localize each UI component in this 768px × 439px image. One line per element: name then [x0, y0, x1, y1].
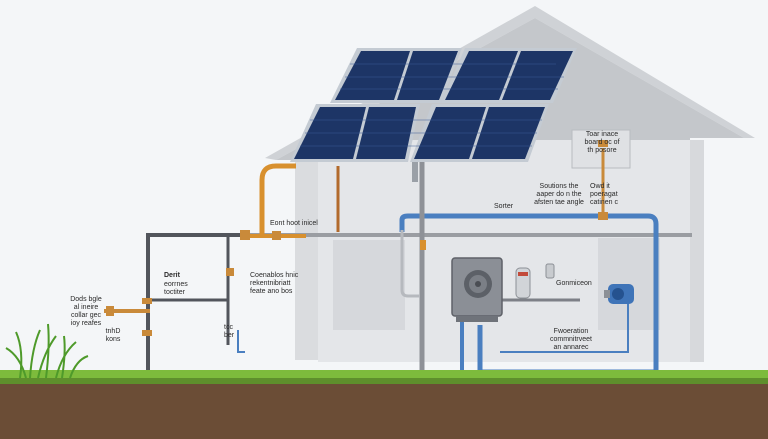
water-pump-icon: [604, 284, 634, 304]
solutions-note: Soutions the aaper do n the afsten tae a…: [534, 183, 584, 206]
filter-tank: [515, 263, 555, 299]
contrablos-note: Coenablos hnic rekentnibriatt feate ano …: [250, 272, 299, 295]
icc-label: tcc ber: [224, 324, 235, 339]
window-left: [333, 240, 405, 330]
derit-title: Derit: [164, 272, 180, 279]
derit-sub: eorrnes toctiter: [164, 281, 188, 296]
solar-panel-icon: [290, 48, 577, 182]
eont-hoot-label: Eont hoot inicel: [270, 220, 318, 227]
owd-note: Owd it poeragat catinen c: [590, 183, 619, 206]
tank-note: Toar inace board oc of th posore: [584, 131, 620, 154]
ground: [0, 370, 768, 439]
left-note: Dods bgle al ineire collar gec ioy reafe…: [70, 296, 102, 327]
nhd-label: tnhD kons: [105, 328, 121, 343]
valve-icon: [106, 140, 608, 336]
fwoeration-note: Fwoeration commnitrveet an annarec: [549, 328, 592, 351]
vertical-pipes: [400, 145, 580, 372]
grass-icon: [5, 323, 89, 379]
storage-tank: [571, 129, 631, 169]
sorter-label: Sorter: [494, 203, 514, 210]
soil: [0, 378, 768, 439]
gonmiceon-label: Gonmiceon: [556, 280, 592, 287]
house-icon: [265, 6, 755, 362]
heat-pump-icon: [451, 257, 503, 322]
left-pipe-frame: [146, 233, 692, 370]
